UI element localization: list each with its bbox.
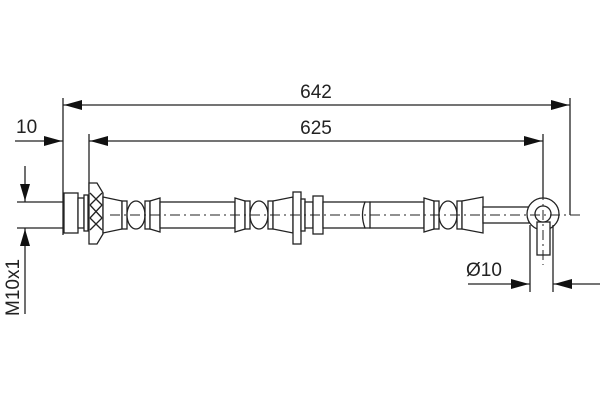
thread-label: M10x1: [3, 259, 24, 316]
dimension-thread: M10x1: [3, 166, 63, 316]
dimension-offset: 10: [15, 117, 63, 146]
brake-hose: [63, 182, 580, 265]
offset-label: 10: [16, 117, 37, 138]
dimension-eye-diameter: Ø10: [466, 225, 600, 292]
overall-length-label: 642: [300, 82, 332, 103]
dimension-hose-length: 625: [88, 118, 544, 205]
dimension-overall-length: 642: [62, 82, 571, 235]
hose-length-label: 625: [300, 118, 332, 139]
eye-diameter-label: Ø10: [466, 260, 502, 281]
